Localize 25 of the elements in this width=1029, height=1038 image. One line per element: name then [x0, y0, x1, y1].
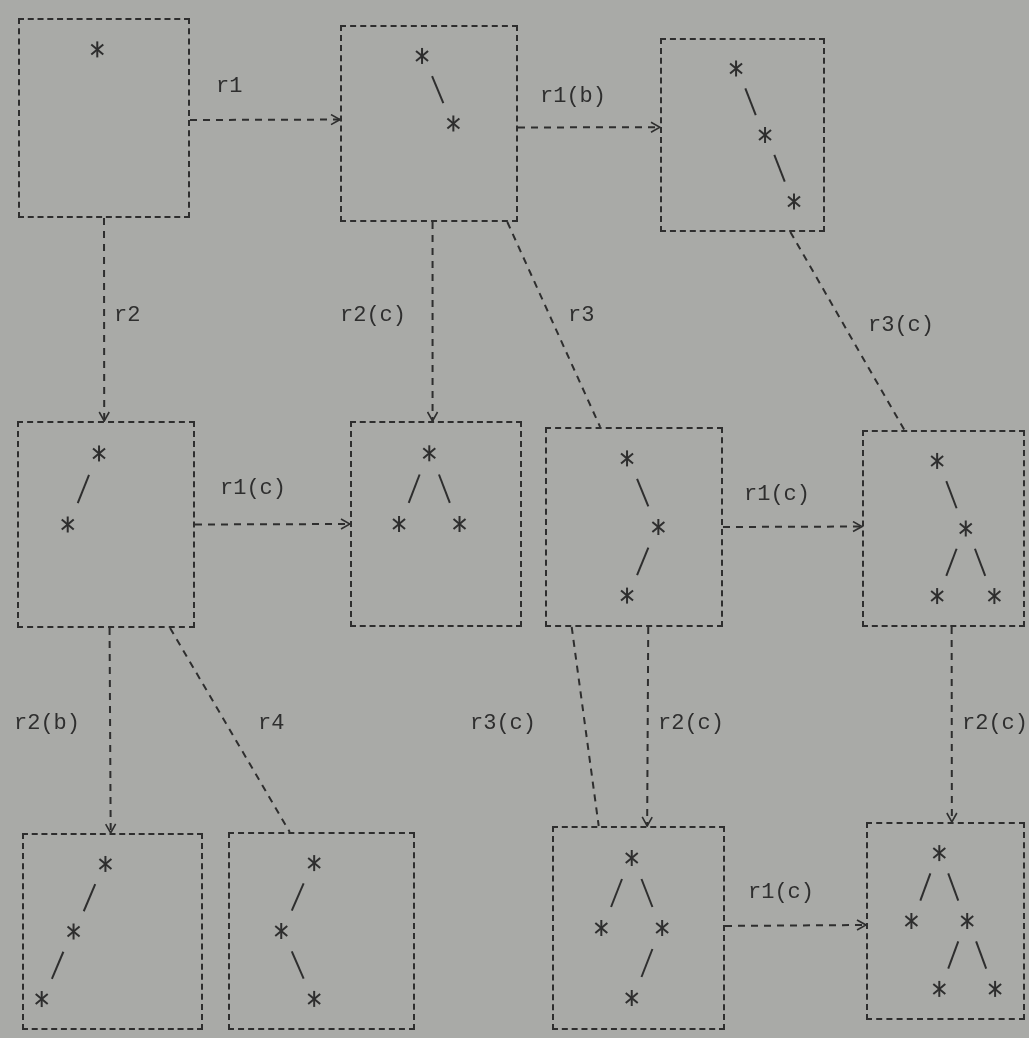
arrow [194, 518, 351, 530]
dashed-box [17, 421, 195, 628]
arrow [189, 113, 341, 126]
arrow [98, 217, 110, 422]
arrow [104, 627, 117, 834]
connector-line [506, 221, 602, 428]
connector-line [169, 627, 291, 833]
arrow [641, 626, 653, 827]
dashed-box [22, 833, 203, 1030]
dashed-box [866, 822, 1025, 1020]
connector-line [789, 231, 906, 431]
dashed-box [350, 421, 522, 627]
arrow [517, 121, 661, 134]
arrow [426, 221, 439, 422]
arrow [724, 919, 867, 931]
arrow [946, 626, 958, 823]
arrow [722, 520, 863, 533]
dashed-box [228, 832, 415, 1030]
dashed-box [862, 430, 1025, 627]
connector-line [570, 626, 600, 827]
dashed-box [340, 25, 518, 222]
dashed-box [18, 18, 190, 218]
dashed-box [545, 427, 723, 627]
dashed-box [660, 38, 825, 232]
dashed-box [552, 826, 725, 1030]
